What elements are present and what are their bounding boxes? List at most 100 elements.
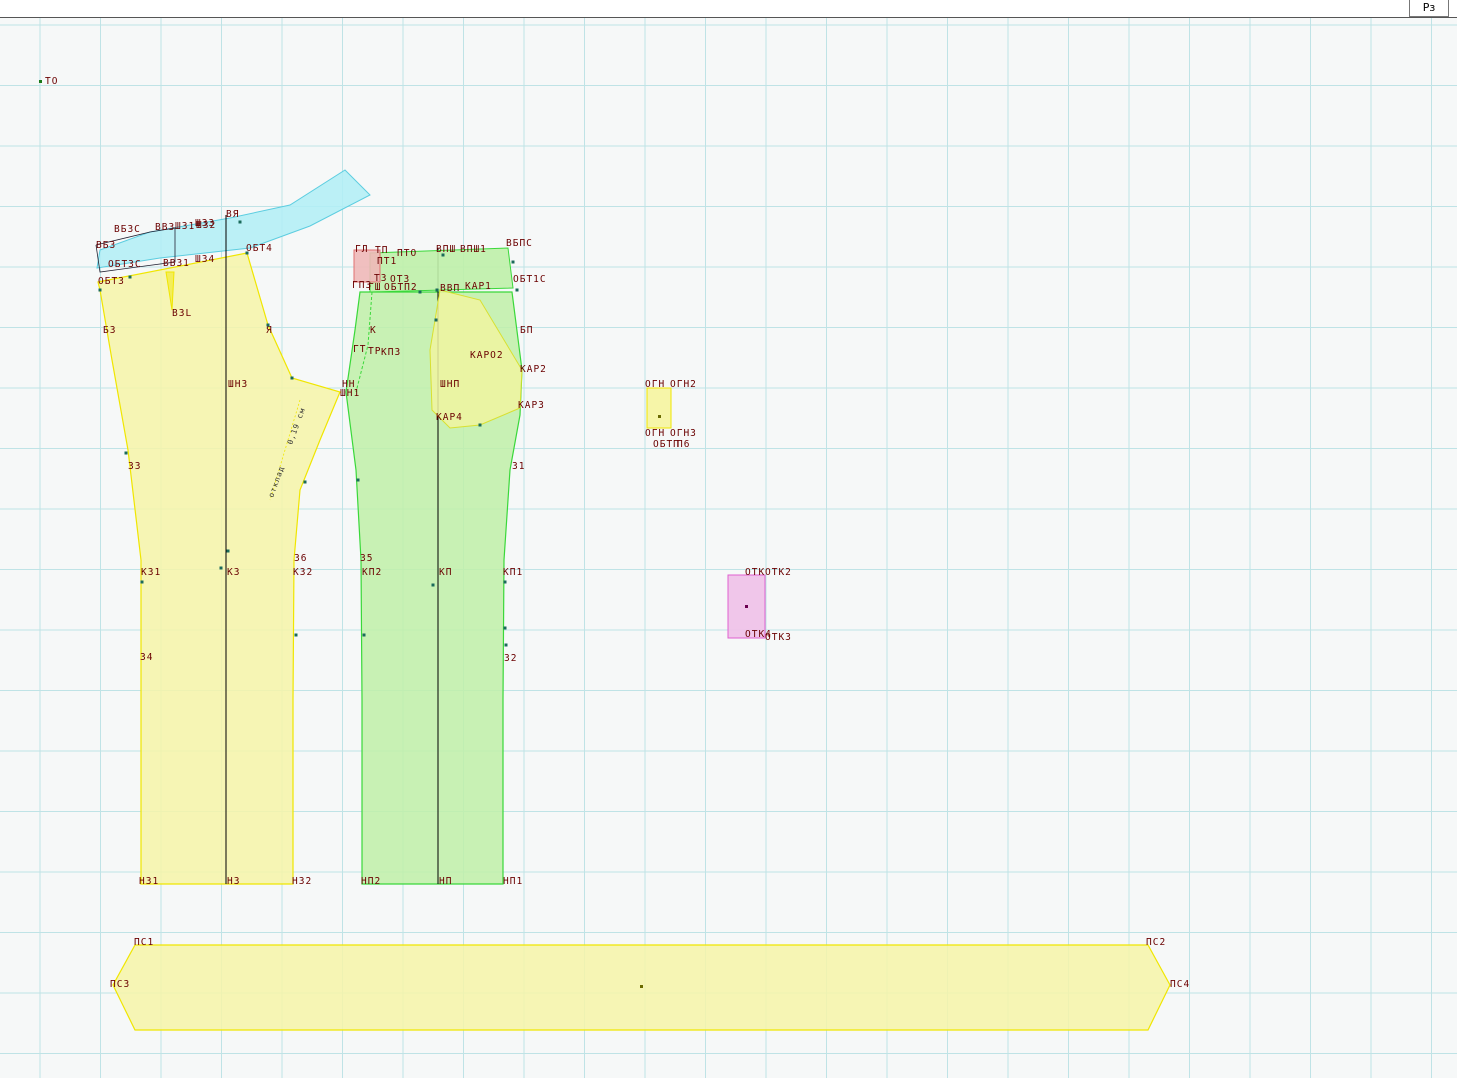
label-z3: ЗЗ — [128, 461, 141, 472]
label-kar2: КАР2 — [520, 364, 547, 375]
label-kp2: КП2 — [362, 567, 382, 578]
label-gsh: ГШ — [368, 282, 381, 293]
label-otk4: ОТК4 — [745, 629, 772, 640]
back-dart — [165, 271, 175, 311]
label-vvz: ВВЗ1 — [163, 258, 190, 269]
label-obtp2: ОБТП2 — [384, 282, 418, 293]
label-pt1: ПТ1 — [377, 256, 397, 267]
label-karo2: КАРО2 — [470, 350, 504, 361]
label-obtp: ОБТП — [653, 439, 680, 450]
construction-point — [362, 633, 366, 637]
label-ogn-bottom: ОГН — [645, 428, 665, 439]
label-z5: З5 — [360, 553, 373, 564]
belt-loop-center-point — [658, 415, 661, 418]
construction-point — [219, 566, 223, 570]
construction-point — [431, 583, 435, 587]
label-z2: З2 — [504, 653, 517, 664]
construction-point — [503, 626, 507, 630]
label-ps1: ПС1 — [134, 937, 154, 948]
label-z4: З4 — [140, 652, 153, 663]
construction-point — [478, 423, 482, 427]
label-vpsh: ВПШ — [436, 244, 456, 255]
label-vvp: ВВП — [440, 283, 460, 294]
label-kp1: КП1 — [503, 567, 523, 578]
label-tz: ТЗ — [374, 273, 387, 284]
label-obt4: ОБТ4 — [246, 243, 273, 254]
label-kz2: КЗ2 — [293, 567, 313, 578]
label-bz: БЗ — [103, 325, 116, 336]
construction-point — [441, 253, 445, 257]
fly-line — [355, 291, 373, 393]
top-toolbar: Рз — [0, 0, 1457, 18]
label-ps2: ПС2 — [1146, 937, 1166, 948]
construction-point — [356, 478, 360, 482]
label-shz4: ШЗ4 — [195, 254, 215, 265]
back-trouser-shape[interactable] — [97, 252, 341, 885]
label-obt1s: ОБТ1С — [513, 274, 547, 285]
label-pto: ПТО — [397, 248, 417, 259]
pattern-canvas[interactable]: ТО ВБЗС ВВЗ ШЗЗ ВЯ ШЗ1 ШЗ2 ВБЗ ОБТЗС ВВЗ… — [0, 18, 1457, 1078]
strip-center-point — [640, 985, 643, 988]
origin-label: ТО — [45, 76, 58, 87]
view-mode-button[interactable]: Рз — [1409, 0, 1449, 17]
pocket-center-point — [745, 605, 748, 608]
label-kar3: КАР3 — [518, 400, 545, 411]
label-kp3: КП3 — [381, 347, 401, 358]
label-otk: ОТК — [745, 567, 765, 578]
label-kar1: КАР1 — [465, 281, 492, 292]
label-np1: НП1 — [503, 876, 523, 887]
label-np2: НП2 — [361, 876, 381, 887]
notch-block — [353, 249, 381, 283]
label-ya: Я — [266, 325, 273, 336]
construction-point — [124, 451, 128, 455]
origin-point — [39, 80, 42, 83]
label-z1: З1 — [512, 461, 525, 472]
label-ps4: ПС4 — [1170, 979, 1190, 990]
front-trouser-piece[interactable] — [345, 247, 523, 885]
label-nz2: НЗ2 — [292, 876, 312, 887]
construction-point — [435, 288, 439, 292]
label-gpz: ГПЗ — [352, 280, 372, 291]
label-bbzs: ВБЗС — [114, 224, 141, 235]
label-vya: ВЯ — [226, 209, 239, 220]
construction-point — [515, 288, 519, 292]
label-bvz: ВВЗ — [155, 222, 175, 233]
label-shz2: ШЗ2 — [196, 220, 216, 231]
label-gl: ГЛ — [355, 244, 368, 255]
label-otk2: ОТК2 — [765, 567, 792, 578]
construction-point — [503, 580, 507, 584]
construction-point — [128, 275, 132, 279]
label-ps3: ПС3 — [110, 979, 130, 990]
label-bp: БП — [520, 325, 533, 336]
waistband-shape[interactable] — [96, 169, 371, 269]
label-kar4: КАР4 — [436, 412, 463, 423]
label-tr: ТР — [368, 346, 381, 357]
construction-point — [504, 643, 508, 647]
label-nz: НЗ — [227, 876, 240, 887]
label-z6: З6 — [294, 553, 307, 564]
label-k: К — [370, 325, 377, 336]
label-kp: КП — [439, 567, 452, 578]
label-kz1: КЗ1 — [141, 567, 161, 578]
label-gt: ГТ — [353, 344, 366, 355]
belt-loop-piece[interactable] — [646, 387, 672, 429]
label-ogn2: ОГН2 — [670, 379, 697, 390]
waistband-piece[interactable] — [95, 169, 371, 273]
label-nz1: НЗ1 — [139, 876, 159, 887]
crotch-curve-line — [269, 399, 301, 501]
construction-point — [418, 290, 422, 294]
back-trouser-piece[interactable] — [97, 215, 341, 885]
label-shz: ШЗЗ — [195, 218, 215, 229]
construction-point — [226, 549, 230, 553]
label-shz1: ШЗ1 — [175, 221, 195, 232]
label-vbps: ВБПС — [506, 238, 533, 249]
label-ogn3: ОГН3 — [670, 428, 697, 439]
label-obtz: ОБТЗ — [98, 276, 125, 287]
label-shn1: ШН1 — [340, 388, 360, 399]
construction-point — [290, 376, 294, 380]
label-bbz: ВБЗ — [96, 240, 116, 251]
construction-point — [303, 480, 307, 484]
label-otz: ОТЗ — [390, 274, 410, 285]
construction-point — [98, 288, 102, 292]
construction-point — [266, 323, 270, 327]
